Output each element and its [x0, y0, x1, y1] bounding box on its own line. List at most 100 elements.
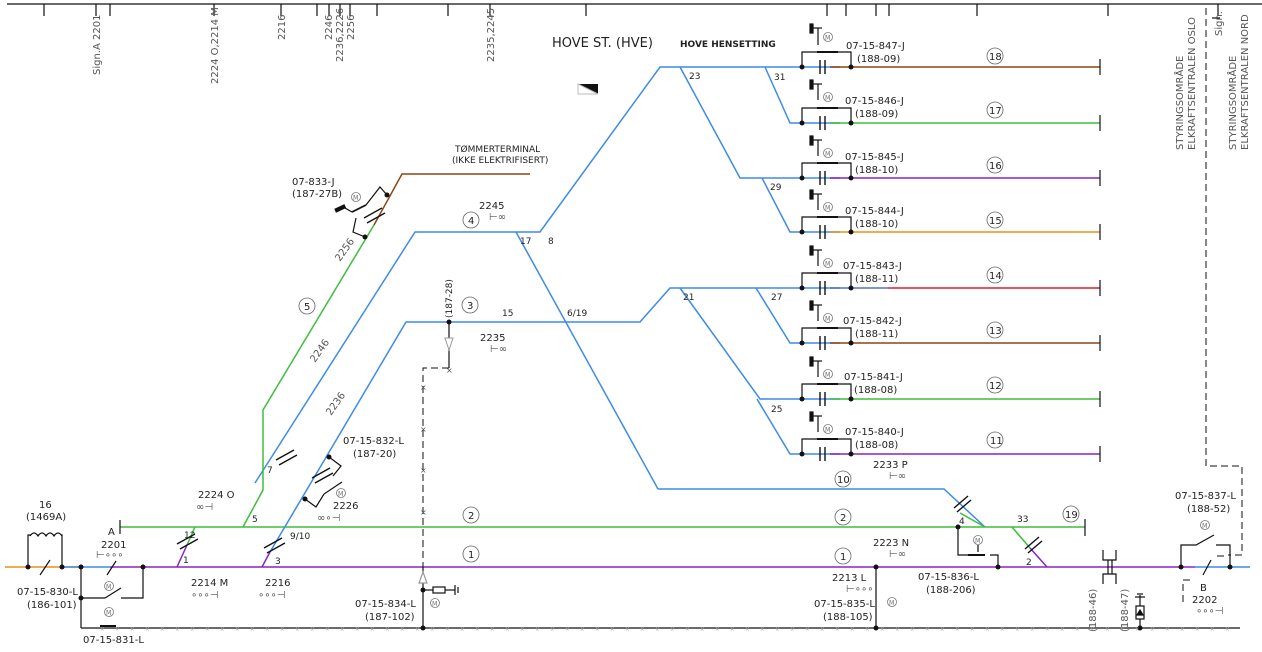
switch-7: 7 [267, 466, 273, 476]
return-conductor-mark: × [985, 626, 990, 633]
disconnector-836-label[interactable]: 07-15-836-L [918, 572, 979, 583]
signal-2214-m-label[interactable]: 2214 M [191, 578, 228, 589]
svg-text:M: M [106, 609, 111, 617]
signal-2246-label[interactable]: 2246 [308, 338, 332, 365]
ruler-label-sign: Sign. [1214, 11, 1225, 36]
switch-9-10: 9/10 [290, 532, 310, 542]
return-conductor-mark: × [325, 626, 330, 633]
return-conductor-mark: × [1150, 626, 1155, 633]
disconnector-847-label[interactable]: 07-15-847-J [846, 41, 905, 52]
track-4[interactable] [254, 66, 840, 484]
return-conductor-mark: × [1000, 626, 1005, 633]
disconnector-840-label[interactable]: 07-15-840-J [845, 427, 904, 438]
switch-5: 5 [252, 515, 258, 525]
track-10[interactable] [658, 488, 986, 528]
feeder-ref-187-28: (187-28) [445, 279, 455, 318]
signal-b-label[interactable]: B [1200, 583, 1207, 594]
disconnector-832-label[interactable]: 07-15-832-L [343, 436, 404, 447]
disconnector-831-label[interactable]: 07-15-831-L [83, 635, 144, 646]
top-ruler: Sign.A 2201 2224 O,2214 M 2216 2246 2236… [7, 3, 1262, 84]
return-conductor-mark: × [550, 626, 555, 633]
track-number-10: 10 [837, 475, 850, 486]
return-conductor-mark: × [610, 626, 615, 633]
return-conductor-marks: /* marks drawn below */ ××××××××××××××××… [100, 626, 1230, 633]
track-3[interactable] [269, 287, 840, 553]
switch-33: 33 [1017, 515, 1028, 525]
disconnector-836-symbol[interactable] [957, 527, 999, 567]
surge-arrester-icon [1135, 593, 1145, 628]
switch-17: 17 [520, 237, 531, 247]
return-conductor-mark: × [565, 626, 570, 633]
track-5[interactable] [242, 224, 375, 528]
switch-12: 12 [184, 531, 195, 541]
svg-text:M: M [106, 583, 111, 591]
svg-text:M: M [975, 537, 980, 545]
return-conductor-mark: × [640, 626, 645, 633]
return-conductor-mark: × [580, 626, 585, 633]
disconnector-845-label[interactable]: 07-15-845-J [845, 152, 904, 163]
disconnector-837-label[interactable]: 07-15-837-L [1175, 491, 1236, 502]
disconnector-837-symbol[interactable] [1180, 534, 1231, 603]
signal-2216-label[interactable]: 2216 [265, 578, 290, 589]
signal-2202-label[interactable]: 2202 [1192, 595, 1217, 606]
disconnector-847-ref: (188-09) [857, 54, 900, 65]
signal-2213-l-label[interactable]: 2213 L [832, 573, 867, 584]
disconnector-836-ref: (188-206) [926, 585, 976, 596]
station-subtitle: HOVE HENSETTING [680, 40, 776, 50]
disconnector-846-label[interactable]: 07-15-846-J [845, 96, 904, 107]
signal-a-label[interactable]: A [108, 527, 115, 538]
switch-27: 27 [771, 293, 782, 303]
disconnector-833-symbol[interactable] [334, 186, 388, 238]
return-conductor-mark: × [820, 626, 825, 633]
disconnector-832-symbol[interactable] [304, 456, 343, 508]
station-title: HOVE ST. (HVE) [552, 36, 653, 51]
disconnector-835-label[interactable]: 07-15-835-L [814, 599, 875, 610]
disconnector-842-label[interactable]: 07-15-842-J [843, 316, 902, 327]
signal-2235-label[interactable]: 2235 [480, 333, 505, 344]
svg-text:M: M [1202, 522, 1207, 530]
track-number-4: 4 [468, 216, 474, 227]
track-number-circles: 18 17 16 15 14 13 12 11 10 19 2 1 2 1 3 … [298, 47, 1080, 565]
signal-icon: ⊢∘∘∘ [846, 584, 874, 595]
return-conductor-mark: × [190, 626, 195, 633]
signal-2226-label[interactable]: 2226 [333, 501, 358, 512]
control-area-nord-line2: ELKRAFTSENTRALEN NORD [1240, 14, 1251, 150]
return-conductor-mark: × [1165, 626, 1170, 633]
disconnector-834-symbol[interactable] [418, 567, 459, 628]
switch-25: 25 [771, 405, 782, 415]
return-conductor-mark: × [505, 626, 510, 633]
disconnector-830-label[interactable]: 07-15-830-L [17, 587, 78, 598]
signal-2233-p-label[interactable]: 2233 P [873, 460, 908, 471]
ruler-label-2224-o-2214-m: 2224 O,2214 M [210, 7, 221, 84]
signal-icon: ∘∘∘⊣ [258, 590, 286, 601]
disconnector-841-label[interactable]: 07-15-841-J [844, 372, 903, 383]
track-number-2-west: 2 [468, 511, 474, 522]
disconnector-843-label[interactable]: 07-15-843-J [843, 261, 902, 272]
ruler-label-2235-2245: 2235,2245 [486, 8, 497, 62]
signal-2201-label[interactable]: 2201 [101, 540, 126, 551]
return-conductor-mark: × [445, 626, 450, 633]
signal-2245-label[interactable]: 2245 [479, 201, 504, 212]
disconnector-833-label[interactable]: 07-833-J [292, 177, 335, 188]
svg-text:M: M [825, 371, 830, 379]
signal-2223-n-label[interactable]: 2223 N [873, 538, 909, 549]
return-conductor-mark: × [130, 626, 135, 633]
disconnector-830-ref: (186-101) [27, 600, 77, 611]
disconnector-844-label[interactable]: 07-15-844-J [845, 206, 904, 217]
return-conductor-mark: × [1075, 626, 1080, 633]
signal-2224-o-label[interactable]: 2224 O [198, 490, 235, 501]
return-conductor-mark: × [850, 626, 855, 633]
disconnector-834-label[interactable]: 07-15-834-L [355, 599, 416, 610]
signal-2236-label[interactable]: 2236 [324, 391, 348, 418]
svg-text:M: M [825, 426, 830, 434]
return-conductor-mark: × [655, 626, 660, 633]
track-number-12: 12 [989, 381, 1002, 392]
return-conductor-mark: × [250, 626, 255, 633]
signal-icon: ⊢∘∘∘ [96, 550, 124, 561]
feeder-187-28: × × × × × [420, 319, 454, 628]
return-conductor-mark: × [115, 626, 120, 633]
track-number-14: 14 [989, 271, 1002, 282]
track-number-1-east: 1 [840, 552, 846, 563]
timber-track[interactable] [373, 173, 530, 226]
